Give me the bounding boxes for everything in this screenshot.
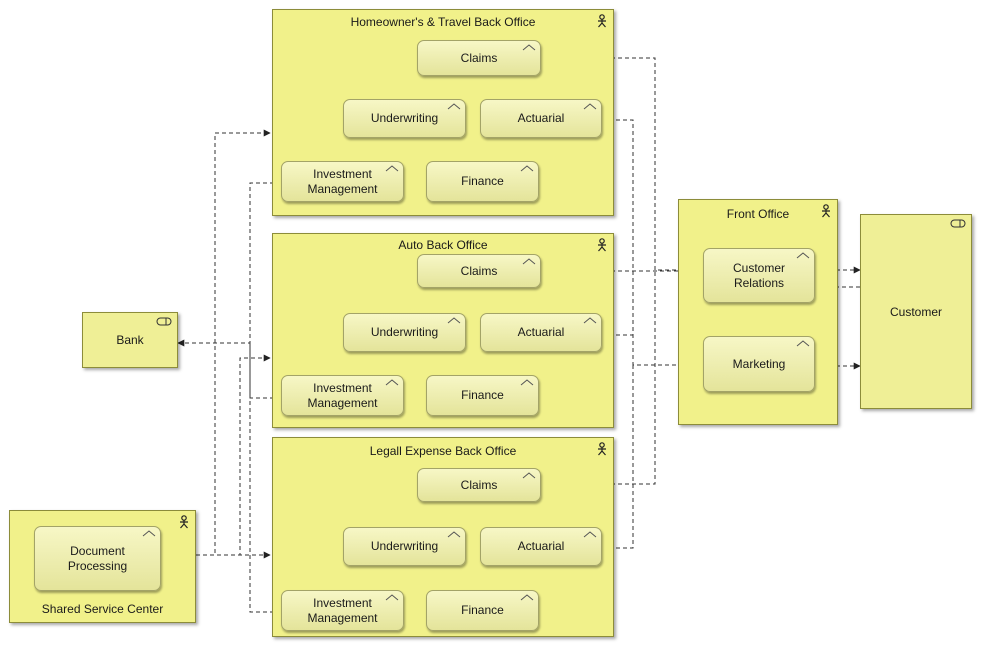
underwriting-label: Underwriting (370, 539, 439, 553)
home-invest-to-bank-connector (177, 182, 281, 347)
bank-node[interactable]: Bank (82, 312, 178, 368)
document-processing-label-line2: Processing (67, 558, 128, 573)
front-office-title: Front Office (726, 207, 790, 221)
claims-label: Claims (460, 50, 498, 65)
chevron-up-icon (583, 531, 597, 538)
legal-actuarial[interactable]: Actuarial (480, 527, 602, 566)
claims-label: Claims (460, 477, 498, 492)
homeowner-actuarial[interactable]: Actuarial (480, 99, 602, 138)
finance-label: Finance (461, 603, 504, 617)
finance-label: Finance (461, 388, 504, 402)
chevron-up-icon (447, 531, 461, 538)
customer-relations-label-line1: Customer (732, 260, 785, 275)
home-actuarial-to-mkt-connector (602, 119, 704, 369)
chevron-up-icon (385, 165, 399, 172)
legal-claims[interactable]: Claims (417, 468, 541, 502)
auto-actuarial[interactable]: Actuarial (480, 313, 602, 352)
finance-label: Finance (461, 174, 504, 188)
chevron-up-icon (583, 317, 597, 324)
marketing-label: Marketing (732, 356, 786, 371)
homeowner-underwriting[interactable]: Underwriting (343, 99, 466, 138)
pill-icon (156, 317, 172, 326)
marketing[interactable]: Marketing (703, 336, 815, 392)
claims-label: Claims (460, 263, 498, 278)
actuarial-label: Actuarial (517, 539, 565, 553)
legal-finance[interactable]: Finance (426, 590, 539, 631)
customer-node[interactable]: Customer (860, 214, 972, 409)
investment-label-line1: Investment (313, 166, 372, 181)
chevron-up-icon (522, 472, 536, 479)
actor-icon (598, 238, 606, 252)
actuarial-label: Actuarial (517, 111, 565, 125)
chevron-up-icon (520, 165, 534, 172)
chevron-up-icon (583, 103, 597, 110)
chevron-up-icon (385, 379, 399, 386)
legal-invest-to-bank-connector (249, 343, 281, 613)
investment-label-line2: Management (307, 181, 378, 196)
customer-label: Customer (889, 305, 942, 319)
investment-label-line2: Management (307, 610, 378, 625)
homeowner-claims[interactable]: Claims (417, 40, 541, 76)
investment-label-line1: Investment (313, 595, 372, 610)
legal-back-office-title: Legall Expense Back Office (369, 444, 517, 458)
investment-label-line1: Investment (313, 380, 372, 395)
auto-underwriting[interactable]: Underwriting (343, 313, 466, 352)
document-processing-label-line1: Document (70, 543, 125, 558)
chevron-up-icon (796, 252, 810, 259)
shared-to-auto-connector (161, 354, 271, 556)
auto-claims[interactable]: Claims (417, 254, 541, 288)
customer-relations-label-line2: Relations (733, 275, 784, 290)
chevron-up-icon (520, 594, 534, 601)
actor-icon (822, 204, 830, 218)
chevron-up-icon (447, 317, 461, 324)
bank-label: Bank (116, 333, 144, 347)
chevron-up-icon (522, 44, 536, 51)
actor-icon (598, 442, 606, 456)
actor-icon (180, 515, 188, 529)
chevron-up-icon (385, 594, 399, 601)
chevron-up-icon (447, 103, 461, 110)
auto-back-office-title: Auto Back Office (398, 238, 488, 252)
chevron-up-icon (522, 258, 536, 265)
actor-icon (598, 14, 606, 28)
chevron-up-icon (520, 379, 534, 386)
homeowner-finance[interactable]: Finance (426, 161, 539, 202)
actuarial-label: Actuarial (517, 325, 565, 339)
investment-label-line2: Management (307, 395, 378, 410)
auto-finance[interactable]: Finance (426, 375, 539, 416)
underwriting-label: Underwriting (370, 111, 439, 125)
shared-service-center-title: Shared Service Center (41, 602, 164, 616)
underwriting-label: Underwriting (370, 325, 439, 339)
legal-underwriting[interactable]: Underwriting (343, 527, 466, 566)
homeowner-back-office-title: Homeowner's & Travel Back Office (350, 15, 536, 29)
pill-icon (950, 219, 966, 228)
chevron-up-icon (142, 530, 156, 537)
chevron-up-icon (796, 340, 810, 347)
